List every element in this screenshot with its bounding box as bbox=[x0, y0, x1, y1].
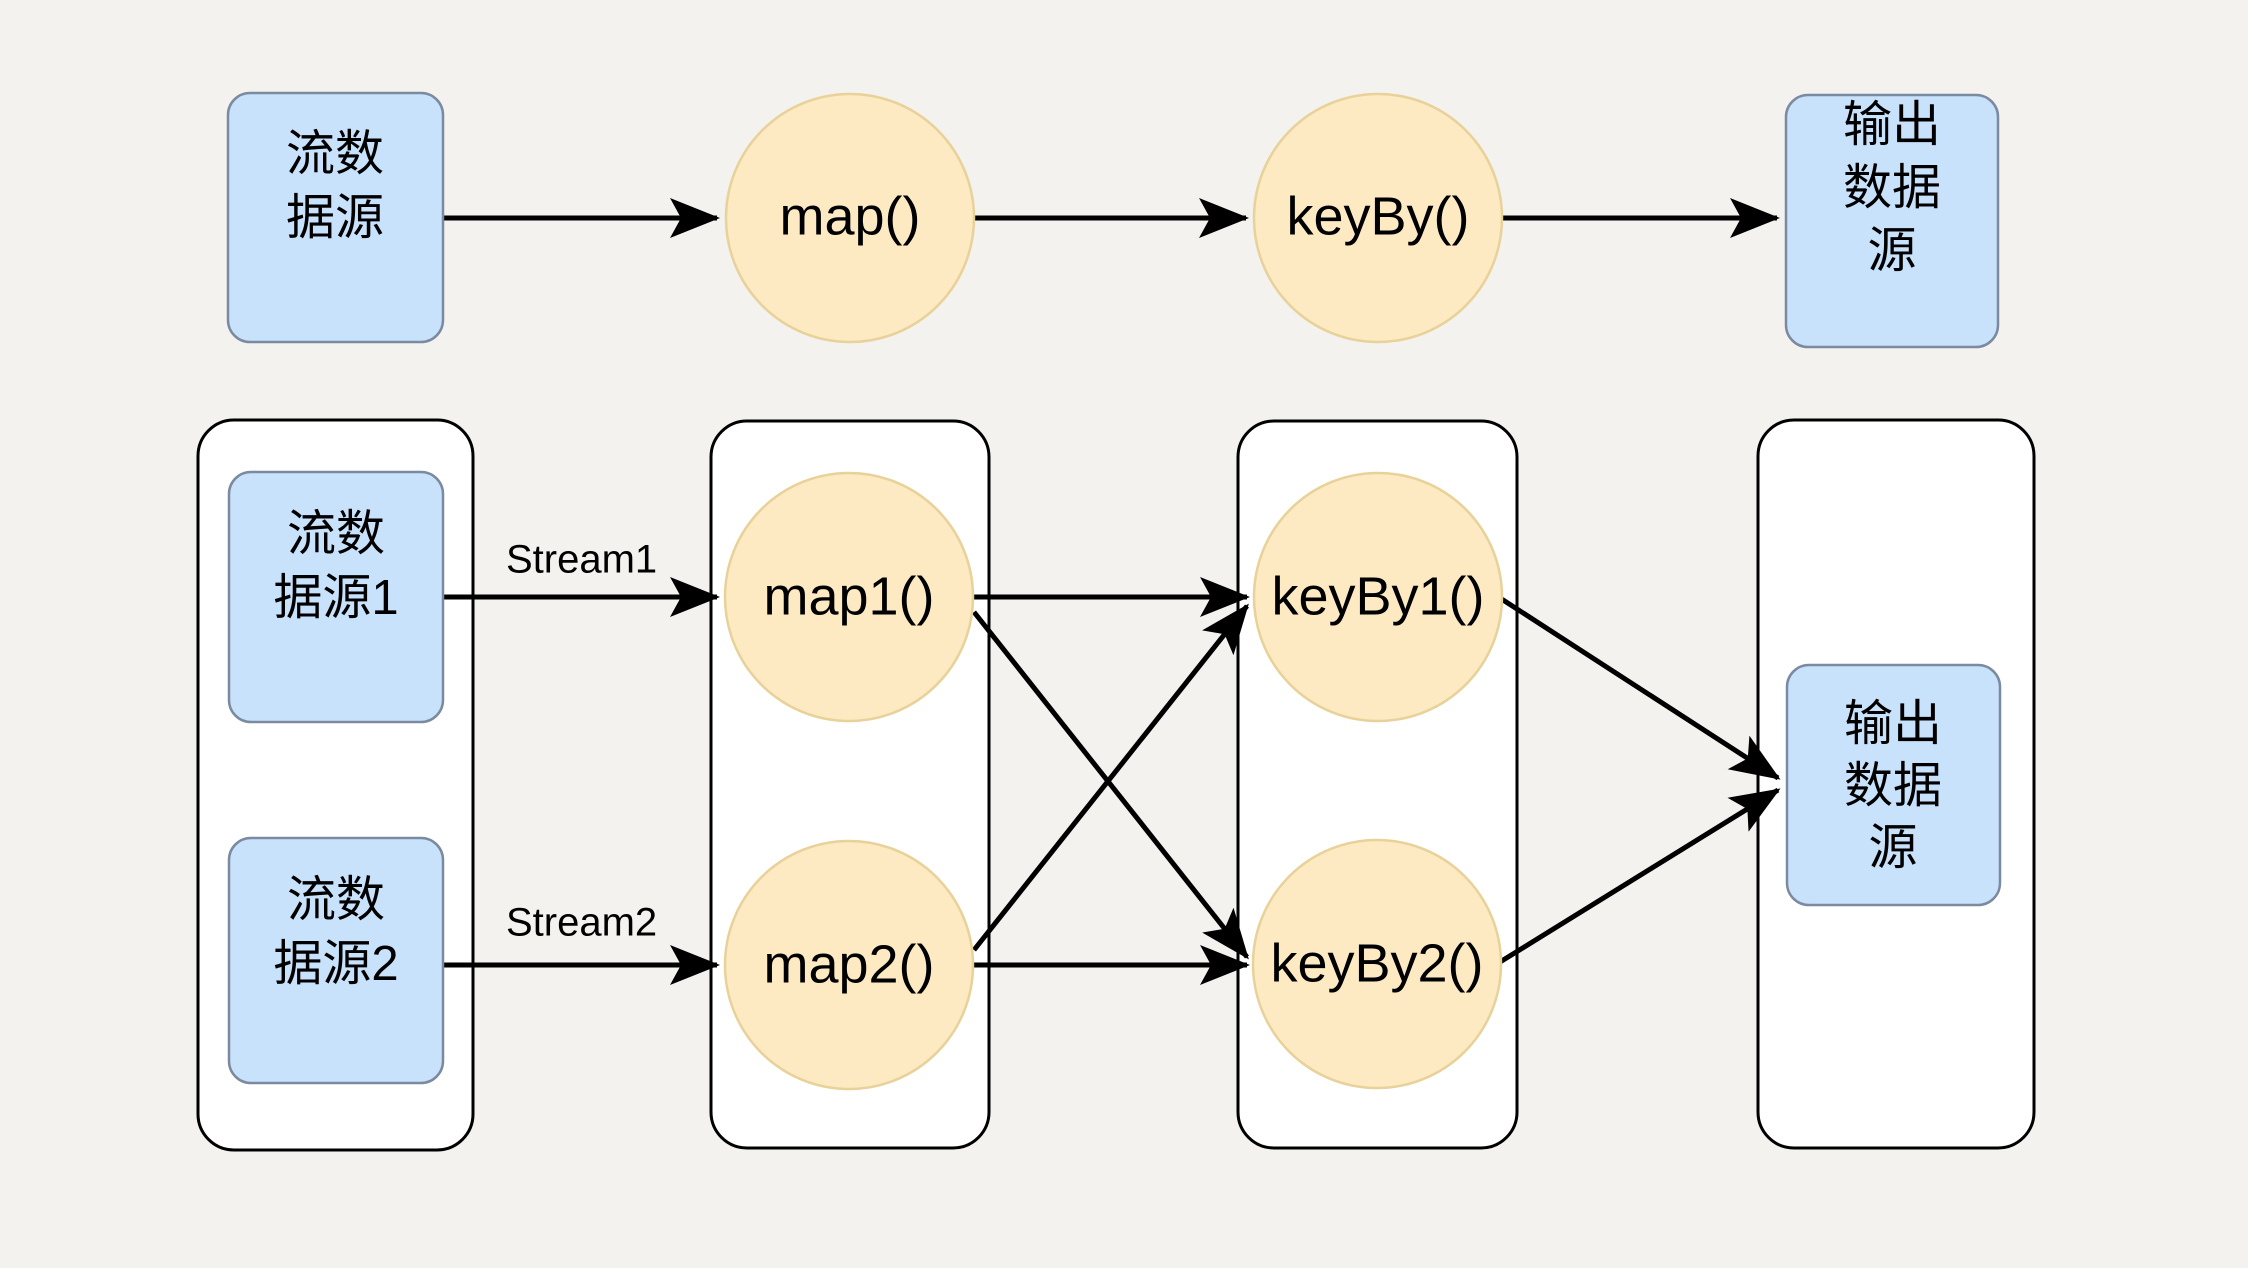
stream1-edge-label: Stream1 bbox=[506, 538, 657, 582]
top-source-box[interactable] bbox=[226, 91, 445, 344]
bottom-source2-label-line2: 据源2 bbox=[273, 937, 398, 991]
top-keyby-node[interactable]: keyBy() bbox=[1252, 92, 1504, 344]
bottom-source2-label-line1: 流数 bbox=[287, 873, 385, 927]
top-sink-box[interactable] bbox=[1784, 93, 2000, 349]
top-map-label: map() bbox=[779, 186, 920, 246]
bottom-source2-box[interactable] bbox=[227, 836, 445, 1085]
bottom-keyby1-label: keyBy1() bbox=[1271, 566, 1484, 626]
top-source-label-line2: 据源 bbox=[286, 191, 384, 245]
bottom-map2-node[interactable]: map2() bbox=[723, 839, 975, 1091]
edge-keyby2-to-sink bbox=[1498, 787, 1781, 965]
top-pipeline: 流数 据源 map() keyBy() 输出 数据 源 bbox=[226, 91, 2000, 349]
bottom-keyby2-label: keyBy2() bbox=[1270, 933, 1483, 993]
top-map-node[interactable]: map() bbox=[724, 92, 976, 344]
top-source-node[interactable]: 流数 据源 bbox=[226, 91, 445, 344]
bottom-source1-box[interactable] bbox=[227, 470, 445, 724]
bottom-map1-circle[interactable] bbox=[723, 471, 975, 723]
bottom-keyby1-node[interactable]: keyBy1() bbox=[1252, 471, 1504, 723]
bottom-sink-box[interactable] bbox=[1785, 663, 2002, 907]
stream2-edge-label: Stream2 bbox=[506, 901, 657, 945]
top-sink-label-line3: 源 bbox=[1867, 224, 1916, 278]
top-sink-label-line2: 数据 bbox=[1843, 161, 1941, 215]
bottom-keyby2-circle[interactable] bbox=[1251, 838, 1503, 1090]
edge-keyby1-to-sink bbox=[1498, 595, 1781, 781]
bottom-pipeline: Stream1 Stream2 流数 据源1 流数 据源2 map1() bbox=[196, 418, 2036, 1152]
edge-map1-to-keyby2 bbox=[972, 610, 1249, 960]
bottom-source1-label-line2: 据源1 bbox=[273, 571, 398, 625]
bottom-map1-label: map1() bbox=[763, 566, 934, 626]
bottom-sink-label-line2: 数据 bbox=[1844, 759, 1942, 813]
bottom-sink-node[interactable]: 输出 数据 源 bbox=[1785, 663, 2002, 907]
top-map-circle[interactable] bbox=[724, 92, 976, 344]
bottom-map2-label: map2() bbox=[763, 934, 934, 994]
bottom-sink-label-line3: 源 bbox=[1868, 821, 1917, 875]
bottom-sink-label-line1: 输出 bbox=[1844, 697, 1942, 751]
bottom-source1-node[interactable]: 流数 据源1 bbox=[227, 470, 445, 724]
top-sink-label-line1: 输出 bbox=[1843, 98, 1941, 152]
top-source-label-line1: 流数 bbox=[286, 127, 384, 181]
top-keyby-label: keyBy() bbox=[1286, 186, 1469, 246]
edge-map2-to-keyby1 bbox=[972, 603, 1249, 952]
bottom-keyby2-node[interactable]: keyBy2() bbox=[1251, 838, 1503, 1090]
bottom-source2-node[interactable]: 流数 据源2 bbox=[227, 836, 445, 1085]
top-sink-node[interactable]: 输出 数据 源 bbox=[1784, 93, 2000, 349]
top-keyby-circle[interactable] bbox=[1252, 92, 1504, 344]
bottom-source1-label-line1: 流数 bbox=[287, 507, 385, 561]
bottom-map1-node[interactable]: map1() bbox=[723, 471, 975, 723]
bottom-keyby1-circle[interactable] bbox=[1252, 471, 1504, 723]
bottom-map2-circle[interactable] bbox=[723, 839, 975, 1091]
